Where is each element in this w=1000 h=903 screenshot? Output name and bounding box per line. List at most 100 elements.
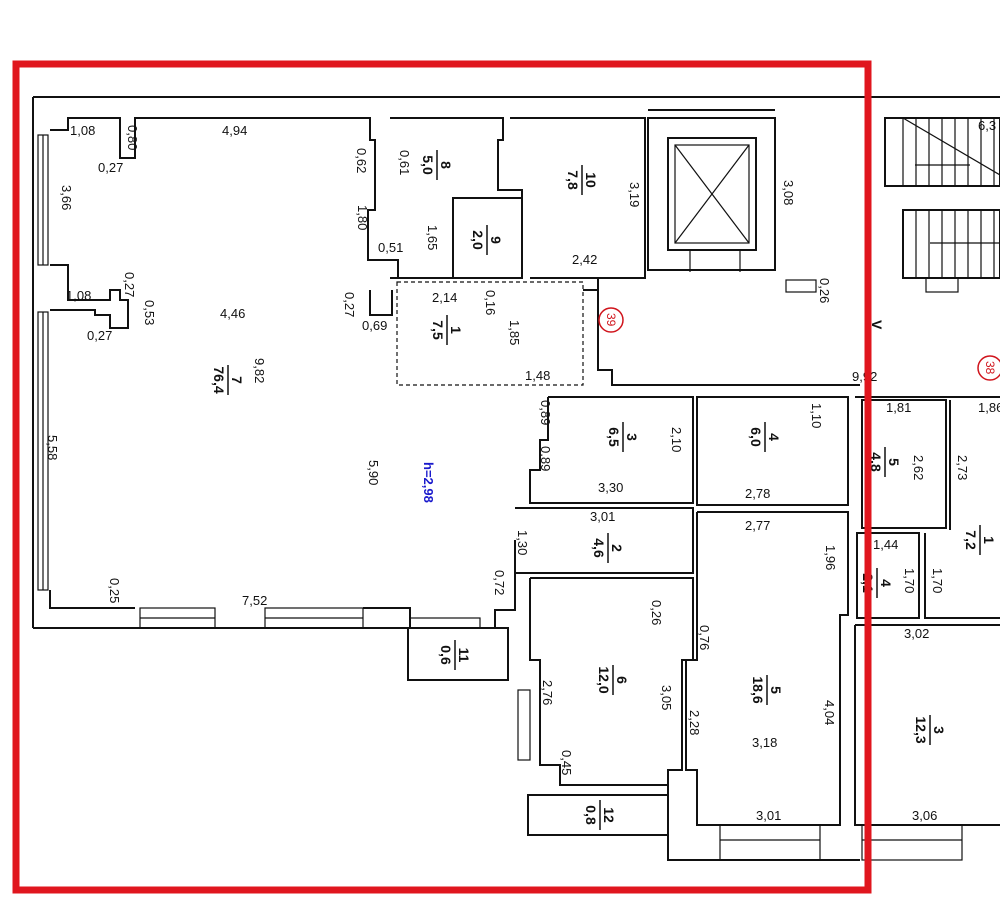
room-area: 4,6 (591, 538, 607, 558)
dimension-label: 1,80 (355, 205, 370, 230)
dimension-label: 1,44 (873, 537, 898, 552)
room-label: 107,8 (565, 165, 599, 195)
dimension-label: 0,27 (87, 328, 112, 343)
room-label: 92,0 (470, 225, 504, 255)
dimension-label: 2,10 (669, 427, 684, 452)
stair-steps (902, 118, 995, 278)
axis-mark-38: 38 (977, 355, 1000, 381)
room-label: 17,5 (430, 315, 464, 345)
room-label: 46,0 (748, 422, 782, 452)
dimension-label: 2,73 (955, 455, 970, 480)
dimension-label: 1,70 (902, 568, 917, 593)
room-area: 7,2 (963, 530, 979, 550)
room-label: 776,4 (211, 365, 245, 395)
dimension-label: 1,96 (823, 545, 838, 570)
dimension-label: 5,58 (45, 435, 60, 460)
room-number: 2 (609, 544, 625, 552)
room-number: 8 (438, 161, 454, 169)
dimension-label: 0,27 (342, 292, 357, 317)
room-number: 12 (601, 807, 617, 823)
axis-mark-39: 39 (598, 307, 624, 333)
dimension-label: 1,08 (70, 123, 95, 138)
axis-mark-label: 39 (604, 313, 618, 327)
room-number: 6 (614, 676, 630, 684)
dimension-label: 0,27 (122, 272, 137, 297)
dimension-label: 1,81 (886, 400, 911, 415)
room-number: 4 (878, 579, 894, 587)
ceiling-height-label: h=2,98 (421, 462, 436, 503)
dimension-label: 2,76 (540, 680, 555, 705)
dimension-label: 0,16 (483, 290, 498, 315)
dimension-label: 0,80 (125, 125, 140, 150)
dimension-label: 0,45 (559, 750, 574, 775)
room-area: 6,5 (606, 427, 622, 447)
dimension-label: 3,66 (59, 185, 74, 210)
dimension-label: 1,85 (507, 320, 522, 345)
room-number: 3 (931, 726, 947, 734)
room-number: 7 (229, 376, 245, 384)
dimension-label: 2,42 (572, 252, 597, 267)
room-number: 5 (886, 458, 902, 466)
room-label: 612,0 (596, 665, 630, 695)
room-label: 54,8 (868, 447, 902, 477)
dimension-label: 0,72 (492, 570, 507, 595)
room-area: 5,0 (420, 155, 436, 175)
dimension-label: 0,25 (107, 578, 122, 603)
dimension-label: 0,61 (397, 150, 412, 175)
dimension-label: 3,01 (756, 808, 781, 823)
dimension-label: 4,04 (822, 700, 837, 725)
dimension-label: 1,48 (525, 368, 550, 383)
axis-mark-label: 38 (983, 361, 997, 375)
dimension-label: 0,51 (378, 240, 403, 255)
highlight-frame (12, 60, 872, 894)
dimension-label: 1,10 (809, 403, 824, 428)
dimension-label: 1,86 (978, 400, 1000, 415)
dimension-label: 3,08 (781, 180, 796, 205)
room-label: 312,3 (913, 715, 947, 745)
dimension-label: 0,69 (362, 318, 387, 333)
walls (32, 96, 1000, 861)
dimension-label: 0,89 (538, 400, 553, 425)
room-area: 7,8 (565, 170, 581, 190)
room-area: 4,8 (868, 452, 884, 472)
room-number: 3 (624, 433, 640, 441)
room-label: 518,6 (750, 675, 784, 705)
room-area: 76,4 (211, 366, 227, 393)
dimension-label: 0,53 (142, 300, 157, 325)
room-number: 1 (981, 536, 997, 544)
dimension-label: 0,62 (354, 148, 369, 173)
room-area: 6,0 (748, 427, 764, 447)
room-number: 1 (448, 326, 464, 334)
room-area: 18,6 (750, 676, 766, 703)
room-area: 12,0 (596, 666, 612, 693)
dimension-label: 0,89 (538, 446, 553, 471)
dimension-label: 1,70 (930, 568, 945, 593)
room-number: 10 (583, 172, 599, 188)
dimension-label: 2,78 (745, 486, 770, 501)
corridor-label: V (869, 320, 885, 330)
dimension-label: 2,28 (687, 710, 702, 735)
dimension-label: 3,05 (659, 685, 674, 710)
room-label: 85,0 (420, 150, 454, 180)
room-area: 2,0 (470, 230, 486, 250)
dimension-label: 1,65 (425, 225, 440, 250)
room-area: 0,8 (583, 805, 599, 825)
dimension-label: 0,76 (697, 625, 712, 650)
dimension-label: 7,52 (242, 593, 267, 608)
dimension-label: 9,82 (252, 358, 267, 383)
dimension-label: 1,30 (515, 530, 530, 555)
room-area: 12,3 (913, 716, 929, 743)
dimension-label: 4,46 (220, 306, 245, 321)
room-label: 120,8 (583, 800, 617, 830)
dimension-label: 3,02 (904, 626, 929, 641)
dimension-label: 1,08 (66, 288, 91, 303)
room-number: 9 (488, 236, 504, 244)
dimension-label: 0,26 (649, 600, 664, 625)
dimension-label: 0,27 (98, 160, 123, 175)
dimension-label: 4,94 (222, 123, 247, 138)
room-area: 7,5 (430, 320, 446, 340)
dimension-label: 2,62 (911, 455, 926, 480)
